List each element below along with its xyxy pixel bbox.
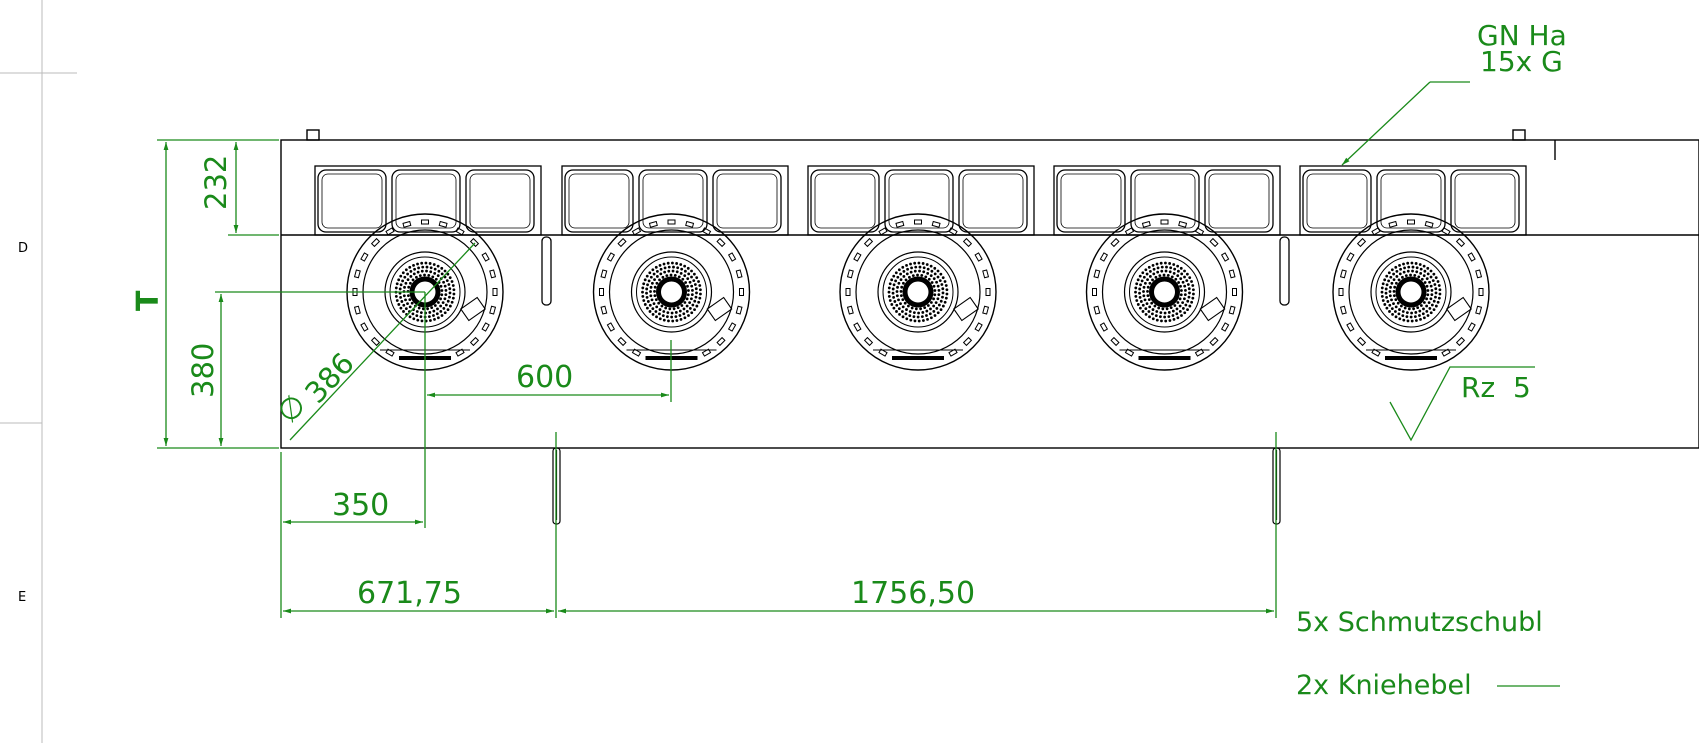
gn-container [391,169,461,233]
dimension-lines [157,81,1560,687]
drawing-frame [0,0,77,743]
gn-container [1056,169,1126,233]
zone-label-d: D [18,241,28,256]
burner-4 [1085,213,1244,371]
burner-3 [839,213,997,371]
gn-group-4 [1053,165,1281,236]
gn-container [1130,169,1200,233]
drawer-handle-1 [541,236,552,306]
gn-container [465,169,535,233]
gn-group-3 [807,165,1035,236]
dim-380: 380 [186,343,220,398]
gn-container [884,169,954,233]
gn-container [638,169,708,233]
surface-finish-label: Rz 5 [1461,371,1531,404]
dim-600: 600 [516,360,573,395]
gn-container [712,169,782,233]
gn-container [810,169,880,233]
dim-386: 386 [298,346,361,410]
gn-group-5 [1299,165,1527,236]
dim-350: 350 [332,488,389,523]
gn-container [564,169,634,233]
burner-5 [1332,213,1490,371]
gn-container [1204,169,1274,233]
drawer-handles [541,236,1290,306]
knee-levers [552,447,1281,525]
gn-container [1302,169,1372,233]
callout-drawers: 5x Schmutzschubl [1296,607,1543,638]
callout-gn-line2: 15x G [1480,45,1563,78]
gn-container-row [314,165,1527,236]
zone-label-e: E [18,590,26,605]
drawer-handle-2 [1279,236,1290,306]
callout-knee-levers: 2x Kniehebel [1296,670,1472,701]
gn-container [1450,169,1520,233]
callout-gn-line1: GN Ha [1477,19,1567,52]
gn-container [1376,169,1446,233]
gn-group-2 [561,165,789,236]
burner-row [346,213,1490,371]
dim-total-depth: T [131,290,166,311]
gn-container [317,169,387,233]
dim-671-75: 671,75 [357,576,462,611]
gn-group-1 [314,165,542,236]
dim-1756-50: 1756,50 [851,576,975,611]
dim-232: 232 [199,155,233,210]
gn-container [958,169,1028,233]
